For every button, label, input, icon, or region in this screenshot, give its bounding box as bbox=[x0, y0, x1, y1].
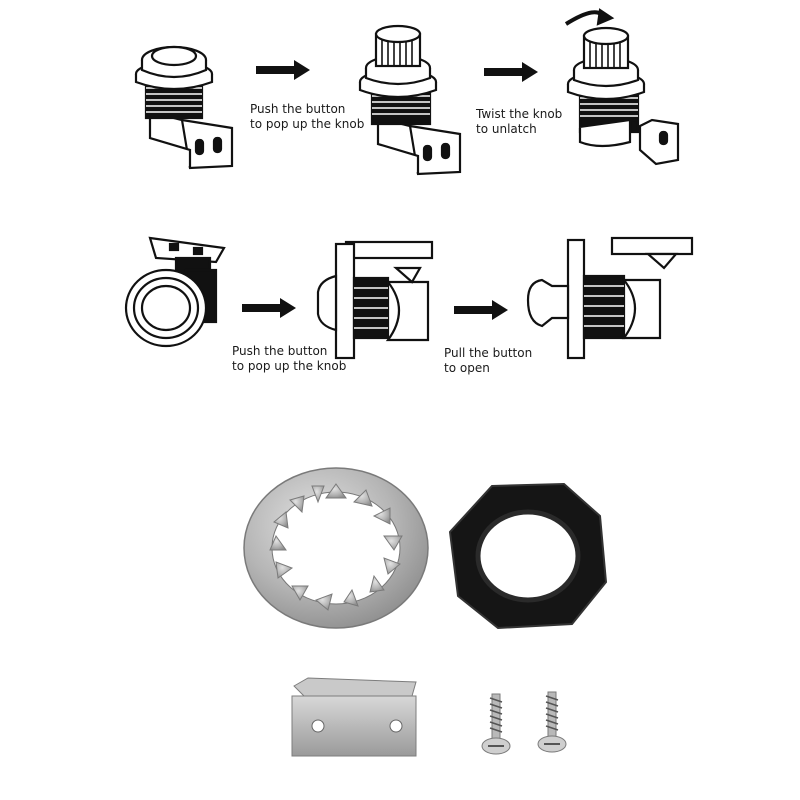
strike-plate-bracket bbox=[291, 677, 417, 757]
step-caption: Twist the knob to unlatch bbox=[476, 107, 562, 137]
step-caption: Push the button to pop up the knob bbox=[250, 102, 364, 132]
step-caption-line2: to pop up the knob bbox=[250, 117, 365, 131]
star-lock-washer bbox=[243, 467, 429, 629]
hex-nut bbox=[448, 482, 608, 630]
step-caption-line1: Twist the knob bbox=[476, 107, 563, 121]
arrow-right-icon bbox=[242, 298, 296, 318]
step-caption-line1: Push the button bbox=[250, 102, 346, 116]
step-caption-line1: Push the button bbox=[232, 344, 328, 358]
step-caption-line2: to unlatch bbox=[476, 122, 537, 136]
rotate-icon bbox=[564, 10, 606, 26]
arrow-right-icon bbox=[256, 60, 310, 80]
arrow-right-icon bbox=[484, 62, 538, 82]
screw bbox=[481, 693, 511, 755]
step-caption-line2: to open bbox=[444, 361, 490, 375]
step-caption-line2: to pop up the knob bbox=[232, 359, 347, 373]
arrow-right-icon bbox=[454, 300, 508, 320]
step-caption-line1: Pull the button bbox=[444, 346, 533, 360]
screw bbox=[537, 691, 567, 753]
step-caption: Push the button to pop up the knob bbox=[232, 344, 346, 374]
step-caption: Pull the button to open bbox=[444, 346, 532, 376]
